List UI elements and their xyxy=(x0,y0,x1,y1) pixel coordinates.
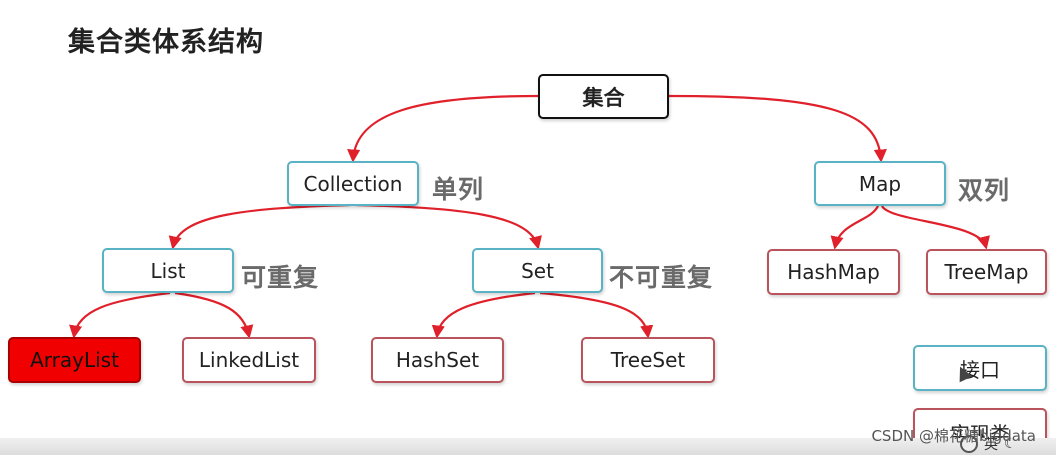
edge-map-hashmap xyxy=(830,205,879,250)
edge-set-hashset xyxy=(431,291,536,339)
note-list-repeatable: 可重复 xyxy=(241,263,320,292)
note-set-non-repeatable: 不可重复 xyxy=(609,263,714,292)
edge-list-linkedlist xyxy=(174,291,254,339)
player-controls: 英 ☾ xyxy=(960,432,1052,455)
node-hashset: HashSet xyxy=(371,337,504,383)
node-treemap: TreeMap xyxy=(926,249,1047,295)
edge-set-treeset xyxy=(539,291,654,339)
note-map-double-column: 双列 xyxy=(958,176,1011,205)
edge-map-treemap xyxy=(881,205,990,250)
node-collection: Collection xyxy=(287,161,419,206)
language-toggle[interactable]: 英 xyxy=(984,435,998,452)
diagram-title: 集合类体系结构 xyxy=(68,27,264,58)
node-set: Set xyxy=(472,248,603,293)
edge-root-map xyxy=(668,94,887,163)
node-treeset: TreeSet xyxy=(581,337,715,383)
node-list: List xyxy=(102,248,234,293)
watermark: CSDN @棉花糖bigdata xyxy=(871,427,1036,445)
video-control-bar xyxy=(0,438,1056,455)
moon-icon[interactable]: ☾ xyxy=(1004,435,1017,451)
legend-interface: 接口 xyxy=(913,345,1047,391)
node-linkedlist: LinkedList xyxy=(182,337,316,383)
node-collections-root: 集合 xyxy=(538,74,669,119)
node-hashmap: HashMap xyxy=(767,249,900,295)
edge-collection-list xyxy=(168,203,351,250)
replay-icon[interactable] xyxy=(960,434,978,453)
edge-root-collection xyxy=(347,94,539,163)
node-arraylist: ArrayList xyxy=(8,337,141,383)
node-map: Map xyxy=(814,161,946,206)
note-collection-single-column: 单列 xyxy=(432,175,485,204)
edge-list-arraylist xyxy=(69,291,171,339)
edge-collection-set xyxy=(355,203,542,250)
